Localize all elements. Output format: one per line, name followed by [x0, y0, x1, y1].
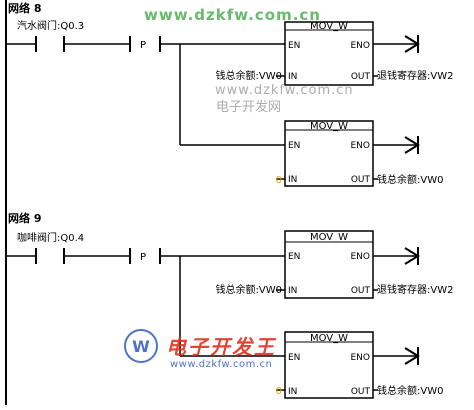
watermark-cn-mid: 电子开发网: [216, 99, 281, 115]
no-contact[interactable]: [35, 248, 65, 264]
eno-pin: ENO: [350, 41, 370, 51]
block-name: MOV_W: [310, 21, 348, 32]
eno-pin: ENO: [350, 353, 370, 363]
in-pin: IN: [288, 387, 297, 397]
mov-w-block[interactable]: MOV_W EN ENO IN OUT: [284, 331, 374, 399]
logo-circle-icon: [124, 329, 158, 363]
block-name: MOV_W: [310, 333, 348, 344]
mov-w-block[interactable]: MOV_W EN ENO IN OUT: [284, 21, 374, 86]
logo-url-text: www.dzkfw.com.cn: [170, 359, 272, 370]
in-value: 钱总余额:VW0: [216, 283, 282, 296]
mov-w-block[interactable]: MOV_W EN ENO IN OUT: [284, 230, 374, 299]
network-8: 网络 8 汽水阀门:Q0.3 P MOV_W EN ENO IN OUT: [6, 1, 453, 187]
block-name: MOV_W: [310, 232, 348, 243]
en-pin: EN: [288, 252, 300, 262]
watermark-url-top: www.dzkfw.com.cn: [144, 6, 321, 24]
out-value: 钱总余额:VW0: [377, 173, 443, 186]
block-name: MOV_W: [310, 121, 348, 132]
en-pin: EN: [288, 353, 300, 363]
in-value: 钱总余额:VW0: [216, 69, 282, 82]
mov-w-block[interactable]: MOV_W EN ENO IN OUT: [284, 120, 374, 187]
out-pin: OUT: [351, 175, 371, 185]
eno-pin: ENO: [350, 252, 370, 262]
watermark-url-mid: www.dzkfw.com.cn: [215, 83, 354, 98]
p-label: P: [140, 252, 146, 263]
watermark-logo: W 电子开发王 www.dzkfw.com.cn: [124, 329, 277, 370]
en-pin: EN: [288, 41, 300, 51]
in-value: 0: [276, 386, 282, 397]
out-pin: OUT: [351, 72, 371, 82]
p-contact[interactable]: P: [129, 248, 161, 264]
logo-cn-text: 电子开发王: [166, 335, 277, 359]
in-pin: IN: [288, 286, 297, 296]
eno-pin: ENO: [350, 141, 370, 151]
in-value: 0: [276, 175, 282, 186]
no-contact[interactable]: [35, 36, 65, 52]
logo-w-icon: W: [132, 337, 150, 356]
out-value: 退钱寄存器:VW2: [377, 283, 453, 296]
network-title: 网络 8: [8, 1, 41, 15]
out-value: 退钱寄存器:VW2: [377, 69, 453, 82]
network-title: 网络 9: [8, 211, 41, 225]
contact-label: 咖啡阀门:Q0.4: [17, 231, 84, 244]
en-pin: EN: [288, 141, 300, 151]
network-9: 网络 9 咖啡阀门:Q0.4 P MOV_W EN ENO IN OUT: [6, 211, 453, 399]
out-pin: OUT: [351, 387, 371, 397]
p-label: P: [140, 40, 146, 51]
contact-label: 汽水阀门:Q0.3: [17, 19, 84, 32]
out-pin: OUT: [351, 286, 371, 296]
out-value: 钱总余额:VW0: [377, 384, 443, 397]
in-pin: IN: [288, 175, 297, 185]
p-contact[interactable]: P: [129, 36, 161, 52]
in-pin: IN: [288, 72, 297, 82]
